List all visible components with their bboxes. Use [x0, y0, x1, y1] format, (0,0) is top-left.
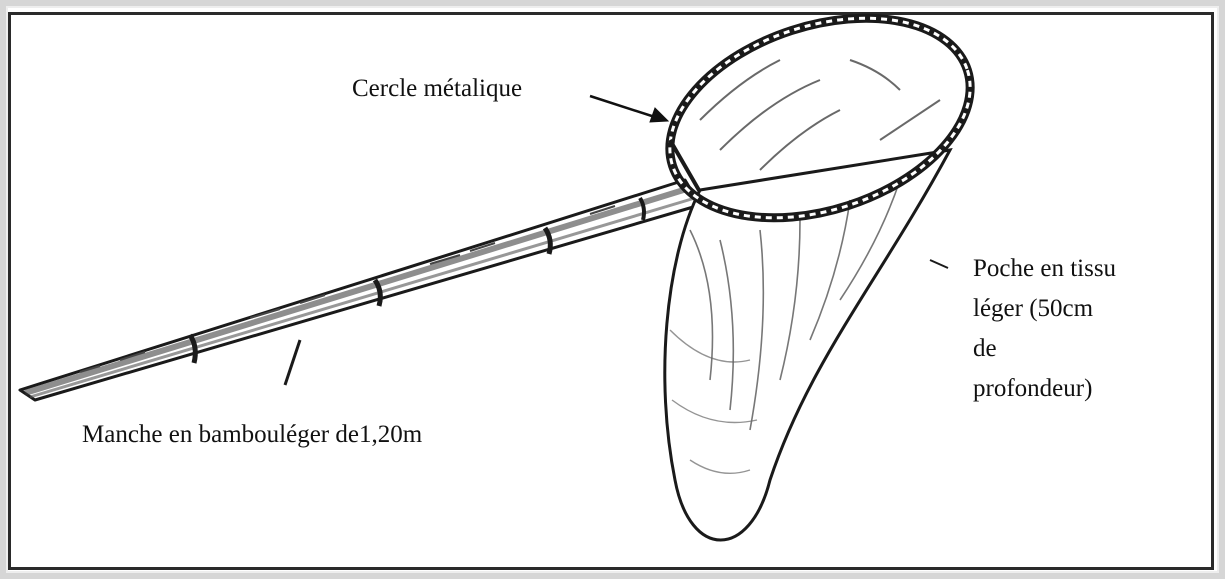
circle-label: Cercle métalique: [352, 70, 522, 107]
pocket-label-line: Poche en tissu: [973, 249, 1193, 289]
bamboo-handle: [20, 180, 700, 400]
arrow-icon: [590, 96, 668, 122]
pocket-label: Poche en tissu léger (50cm de profondeur…: [973, 249, 1193, 409]
pocket-label-line: léger (50cm: [973, 289, 1193, 329]
pocket-label-line: de: [973, 329, 1193, 369]
pocket-label-line: profondeur): [973, 369, 1193, 409]
handle-label: Manche en bambouléger de1,20m: [82, 416, 422, 453]
